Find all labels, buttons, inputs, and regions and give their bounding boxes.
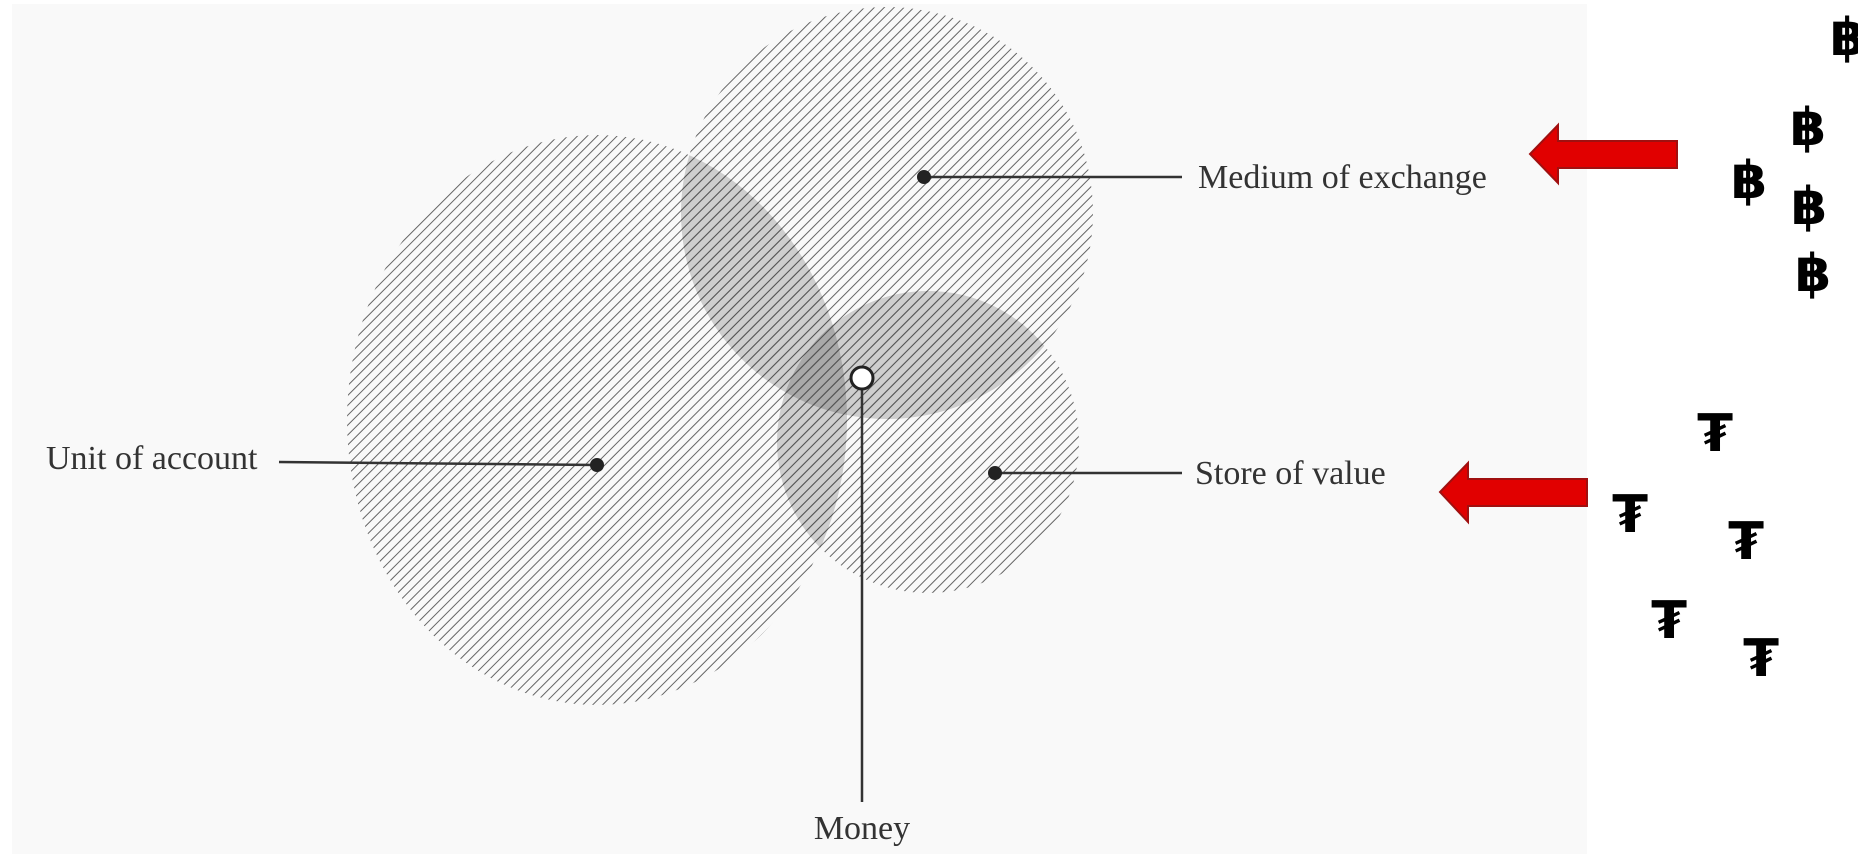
unit-dot [590,458,604,472]
money-center-dot [849,365,875,391]
bitcoin-icon: ฿ [1791,177,1827,237]
tugrik-icon: ₮ [1743,629,1779,689]
unit-of-account-label: Unit of account [46,440,258,477]
tugrik-icon: ₮ [1728,512,1764,572]
tugrik-icon: ₮ [1697,404,1733,464]
bitcoin-symbols: ฿ ฿ ฿ ฿ ฿ [1731,8,1858,304]
bitcoin-icon: ฿ [1731,151,1767,211]
store-of-value-circle [777,291,1079,593]
unit-leader-line [278,460,598,467]
arrow-to-medium-icon [1528,122,1678,186]
bitcoin-icon: ฿ [1795,244,1831,304]
bitcoin-icon: ฿ [1830,8,1858,68]
tugrik-symbols: ₮ ₮ ₮ ₮ ₮ [1612,404,1779,689]
medium-dot [917,170,931,184]
tugrik-icon: ₮ [1612,485,1648,545]
arrow-to-store-icon [1438,460,1588,525]
bitcoin-icon: ฿ [1790,98,1826,158]
tugrik-icon: ₮ [1651,591,1687,651]
medium-of-exchange-label: Medium of exchange [1198,159,1487,196]
store-dot [988,466,1002,480]
store-of-value-label: Store of value [1195,455,1386,492]
money-label: Money [814,810,910,847]
